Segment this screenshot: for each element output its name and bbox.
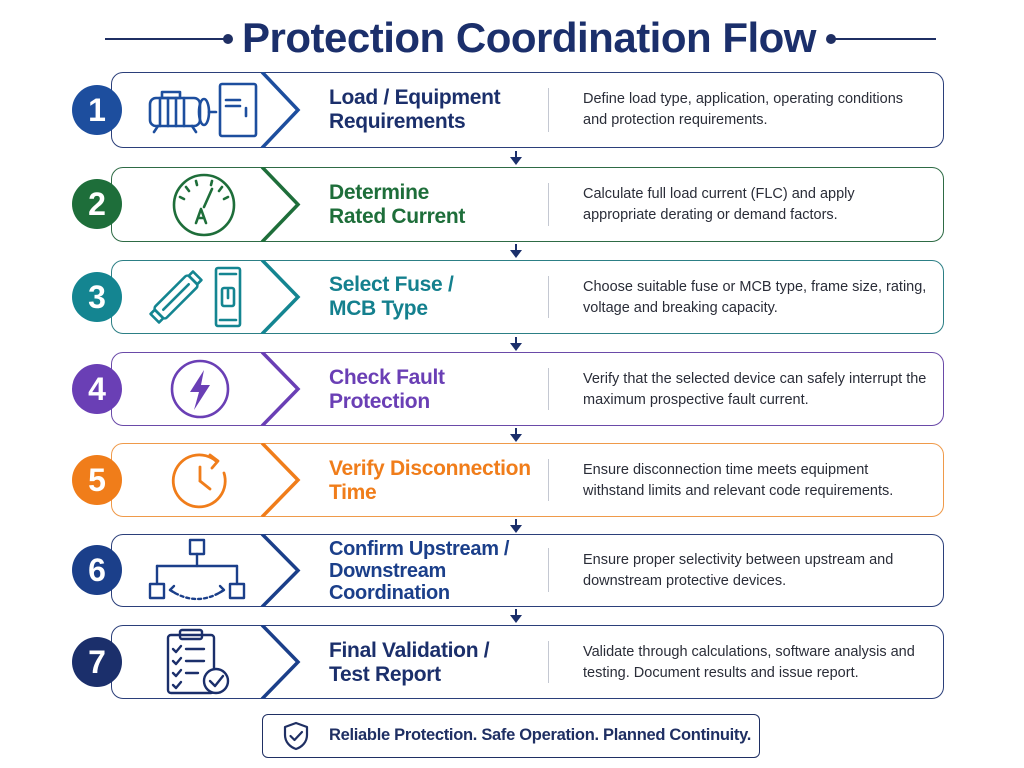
step-card (111, 167, 944, 242)
header: Protection Coordination Flow (0, 8, 1024, 68)
flow-step-2: 2 Determine Rated Current Calculate full… (0, 167, 1024, 242)
step-description: Calculate full load current (FLC) and ap… (583, 186, 855, 223)
divider (548, 276, 549, 318)
shield-check-icon (283, 721, 309, 751)
chevron-right-icon (258, 352, 302, 426)
step-title: Load / Equipment Requirements (329, 86, 501, 133)
checklist-clipboard-icon (140, 625, 260, 699)
lightning-bolt-icon (140, 352, 260, 426)
chevron-right-icon (258, 260, 302, 334)
clock-icon (140, 443, 260, 517)
tagline-banner: Reliable Protection. Safe Operation. Pla… (262, 714, 760, 758)
step-number-badge: 3 (72, 272, 122, 322)
step-card (111, 260, 944, 334)
chevron-right-icon (258, 625, 302, 699)
step-description: Choose suitable fuse or MCB type, frame … (583, 279, 927, 316)
step-description: Validate through calculations, software … (583, 644, 915, 681)
flow-step-7: 7 Final Validation / Test Report Validat… (0, 625, 1024, 699)
step-title: Final Validation / Test Report (329, 639, 490, 686)
step-number-badge: 5 (72, 455, 122, 505)
flow-step-6: 6 Confirm Upstream / Downstream Coordina… (0, 534, 1024, 607)
flow-step-5: 5 Verify Disconnection Time Ensure disco… (0, 443, 1024, 517)
chevron-right-icon (258, 534, 302, 607)
down-arrow-icon (510, 609, 522, 623)
chevron-right-icon (258, 443, 302, 517)
flow-step-4: 4 Check Fault Protection Verify that the… (0, 352, 1024, 426)
down-arrow-icon (510, 151, 522, 165)
title-dot-right (826, 34, 836, 44)
ammeter-gauge-icon (140, 167, 260, 242)
divider (548, 548, 549, 592)
divider (548, 368, 549, 410)
hierarchy-icon (140, 534, 260, 607)
step-card (111, 443, 944, 517)
down-arrow-icon (510, 519, 522, 533)
step-number-badge: 4 (72, 364, 122, 414)
title-dot-left (223, 34, 233, 44)
step-description: Ensure disconnection time meets equipmen… (583, 462, 894, 499)
step-title: Check Fault Protection (329, 366, 445, 413)
step-number-badge: 6 (72, 545, 122, 595)
step-description: Define load type, application, operating… (583, 91, 904, 128)
step-title: Select Fuse / MCB Type (329, 273, 454, 320)
divider (548, 641, 549, 683)
step-card (111, 534, 944, 607)
step-card (111, 625, 944, 699)
title-rule-left (105, 38, 227, 40)
chevron-right-icon (258, 72, 302, 148)
step-title: Confirm Upstream / Downstream Coordinati… (329, 538, 510, 604)
step-card (111, 352, 944, 426)
tagline-text: Reliable Protection. Safe Operation. Pla… (329, 726, 752, 744)
motor-and-panel-icon (140, 72, 260, 148)
divider (548, 88, 549, 132)
step-number-badge: 1 (72, 85, 122, 135)
step-number-badge: 2 (72, 179, 122, 229)
step-description: Ensure proper selectivity between upstre… (583, 552, 894, 589)
down-arrow-icon (510, 244, 522, 258)
divider (548, 183, 549, 226)
page-title: Protection Coordination Flow (242, 14, 816, 61)
down-arrow-icon (510, 337, 522, 351)
step-description: Verify that the selected device can safe… (583, 371, 927, 408)
flow-step-3: 3 Select Fuse / MCB Type Choose suitable… (0, 260, 1024, 334)
step-title: Verify Disconnection Time (329, 457, 531, 504)
step-number-badge: 7 (72, 637, 122, 687)
title-rule-right (833, 38, 936, 40)
flow-step-1: 1 Load / Equipment Requirements Define l… (0, 72, 1024, 148)
down-arrow-icon (510, 428, 522, 442)
fuse-and-breaker-icon (140, 260, 260, 334)
step-title: Determine Rated Current (329, 181, 466, 228)
divider (548, 459, 549, 501)
chevron-right-icon (258, 167, 302, 242)
